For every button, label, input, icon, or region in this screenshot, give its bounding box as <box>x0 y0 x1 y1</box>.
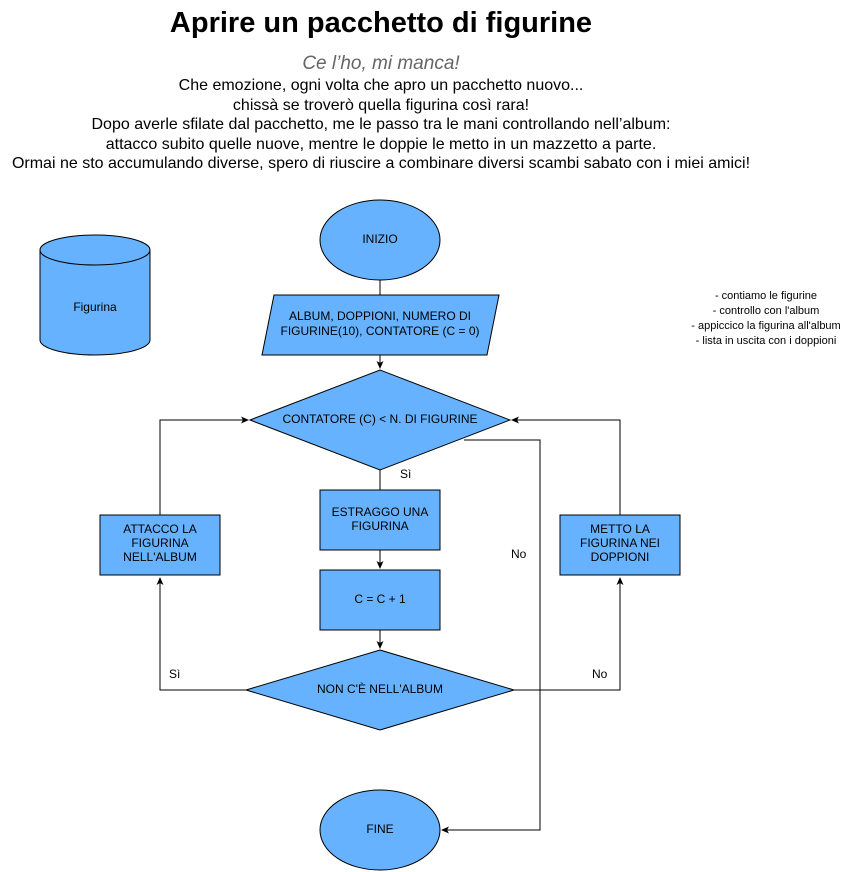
note-item: - contiamo le figurine <box>714 290 818 302</box>
edge-label-loop-no: No <box>511 547 527 561</box>
notes-list: - contiamo le figurine - controllo con l… <box>676 289 856 349</box>
page-subtitle: Ce l’ho, mi manca! <box>302 53 460 74</box>
increment-node: C = C + 1 <box>319 569 441 631</box>
note-item: - appiccico la figurina all'album <box>691 320 841 332</box>
extract-node: ESTRAGGO UNA FIGURINA <box>319 489 441 551</box>
edge-label-check-yes: Sì <box>169 667 180 681</box>
duplicates-label-line: DOPPIONI <box>591 550 650 564</box>
duplicates-node: METTO LA FIGURINA NEI DOPPIONI <box>559 514 681 576</box>
intro-line: Che emozione, ogni volta che apro un pac… <box>178 77 584 94</box>
database-label: Figurina <box>73 300 117 314</box>
attach-label-line: FIGURINA <box>131 536 188 550</box>
database-figurina: Figurina <box>39 234 151 356</box>
start-node: INIZIO <box>319 199 441 281</box>
attach-label-line: NELL'ALBUM <box>123 550 197 564</box>
attach-label-line: ATTACCO LA <box>123 522 197 536</box>
edge-loop-no <box>441 439 541 834</box>
edge-duplicates-to-loop <box>511 416 621 515</box>
increment-label: C = C + 1 <box>354 592 406 606</box>
note-item: - lista in uscita con i doppioni <box>695 335 837 347</box>
extract-label-line: ESTRAGGO UNA <box>332 505 429 519</box>
start-label: INIZIO <box>362 232 397 246</box>
edges <box>156 280 624 834</box>
end-node: FINE <box>319 789 441 871</box>
input-label-line: ALBUM, DOPPIONI, NUMERO DI <box>289 309 471 323</box>
intro-line: chissà se troverò quella figurina così r… <box>232 96 530 114</box>
loop-condition-label: CONTATORE (C) < N. DI FIGURINE <box>282 412 477 426</box>
edge-check-no <box>514 577 624 691</box>
input-node: ALBUM, DOPPIONI, NUMERO DI FIGURINE(10),… <box>261 294 500 356</box>
intro-line: Dopo averle sfilate dal pacchetto, me le… <box>91 116 671 133</box>
edge-attach-to-loop <box>159 416 249 515</box>
intro-line: attacco subito quelle nuove, mentre le d… <box>105 135 657 153</box>
extract-label-line: FIGURINA <box>351 519 408 533</box>
input-label-line: FIGURINE(10), CONTATORE (C = 0) <box>280 324 479 338</box>
edge-label-loop-yes: Sì <box>400 467 411 481</box>
note-item: - controllo con l'album <box>712 305 820 317</box>
end-label: FINE <box>366 822 393 836</box>
check-condition-label: NON C'È NELL'ALBUM <box>317 681 443 696</box>
loop-decision: CONTATORE (C) < N. DI FIGURINE <box>248 369 512 471</box>
attach-node: ATTACCO LA FIGURINA NELL'ALBUM <box>99 514 221 576</box>
duplicates-label-line: METTO LA <box>590 522 650 536</box>
intro-line: Ormai ne sto accumulando diverse, spero … <box>11 155 751 172</box>
intro-text: Che emozione, ogni volta che apro un pac… <box>0 76 762 174</box>
page-title: Aprire un pacchetto di figurine <box>169 7 593 39</box>
edge-check-yes <box>156 577 246 691</box>
edge-label-check-no: No <box>592 667 608 681</box>
check-decision: NON C'È NELL'ALBUM <box>244 649 516 731</box>
duplicates-label-line: FIGURINA NEI <box>580 536 660 550</box>
